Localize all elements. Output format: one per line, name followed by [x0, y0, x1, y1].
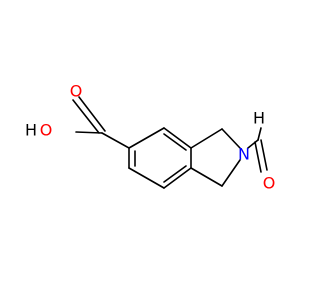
bond-ring-c5-c6-inner	[163, 133, 187, 151]
bond-formyl-c-double-o-b	[260, 139, 268, 171]
bond-carboxyl-c-double-o-a	[72, 99, 100, 134]
bond-ring-c3-c4	[163, 167, 192, 189]
bond-ch2-top-to-n	[221, 128, 241, 149]
bond-carboxyl-c-double-o-b	[78, 96, 106, 132]
bond-formyl-c-to-h	[257, 127, 262, 141]
bond-ring-c5-c6	[163, 127, 192, 149]
bond-ch2-top	[190, 128, 223, 149]
bond-formyl-c-double-o-a	[254, 141, 262, 173]
bond-n-to-formyl-carbon	[247, 139, 259, 149]
nitrogen-label: N	[238, 145, 250, 164]
bond-ch2-bottom-to-n	[221, 159, 241, 187]
oxygen-label: O	[70, 82, 83, 101]
molecule-structure-diagram: O H O N H O	[25, 82, 276, 193]
oxygen-label: O	[263, 174, 276, 193]
bond-ring-c6-c1	[128, 127, 165, 149]
bond-ring-to-carboxyl-carbon	[101, 132, 130, 149]
bond-ring-c2-c3	[128, 167, 165, 189]
hydrogen-label: H	[25, 121, 37, 140]
bond-ring-c3-c4-inner	[163, 165, 187, 183]
bond-ch2-bottom	[190, 167, 223, 187]
oxygen-label: O	[40, 121, 53, 140]
hydrogen-label: H	[253, 109, 265, 128]
bond-carboxyl-c-to-oh	[75, 131, 103, 134]
